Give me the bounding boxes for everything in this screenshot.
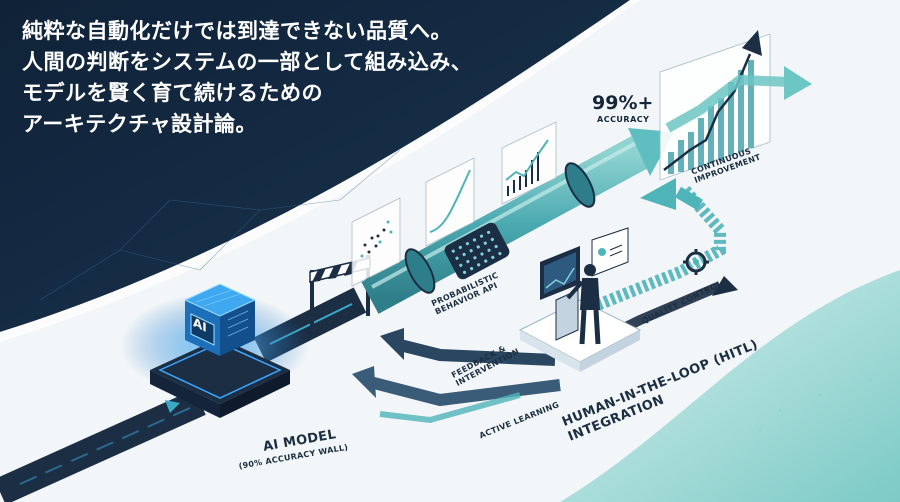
- headline-line-4: アーキテクチャ設計論。: [22, 112, 258, 136]
- improvement-chart: [659, 30, 812, 181]
- quality-control-icon: [683, 249, 709, 275]
- network-pattern: [39, 149, 401, 301]
- teal-wave: [560, 270, 900, 502]
- accuracy-caption: ACCURACY: [597, 115, 650, 124]
- pipe-rings: [404, 162, 596, 294]
- scatter-chart: [351, 197, 401, 287]
- headline: 純粋な自動化だけでは到達できない品質へ。 人間の判断をシステムの一部として組み込…: [22, 16, 472, 140]
- curve-chart: [425, 157, 475, 247]
- ai-model-platform: [120, 283, 310, 418]
- navy-band: [0, 0, 630, 332]
- accuracy-value: 99%+: [592, 92, 654, 114]
- bar-line-chart: [501, 121, 557, 205]
- headline-line-2: 人間の判断をシステムの一部として組み込み、: [22, 50, 473, 74]
- headline-line-1: 純粋な自動化だけでは到達できない品質へ。: [22, 19, 452, 43]
- hitl-platform: [518, 227, 642, 372]
- headline-line-3: モデルを賢く育て続けるための: [22, 81, 323, 105]
- return-arrows: [352, 328, 561, 424]
